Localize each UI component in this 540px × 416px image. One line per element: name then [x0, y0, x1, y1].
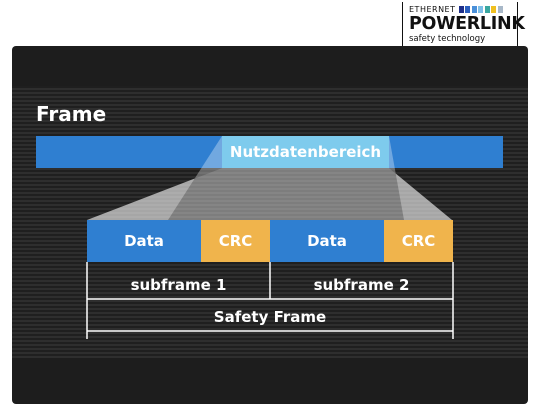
subframe-1-data-block — [87, 220, 201, 262]
logo-bar-5 — [484, 6, 490, 13]
subframe-2-label: subframe 2 — [313, 276, 410, 294]
logo-tagline: safety technology — [409, 34, 486, 44]
subframe-1-label: subframe 1 — [130, 276, 227, 294]
subframe-2-data-label: Data — [307, 232, 347, 250]
safety-frame-label: Safety Frame — [213, 308, 327, 326]
subframe-2-crc-label: CRC — [401, 232, 436, 250]
logo-powerlink-text: POWERLINK — [409, 14, 525, 34]
funnel-right — [389, 136, 452, 220]
bracket-lines — [86, 262, 454, 339]
subframe-2-data-block — [270, 220, 384, 262]
funnel-center — [87, 168, 452, 220]
logo-bar-2 — [465, 6, 470, 13]
powerlink-logo: ETHERNET POWERLINK safety technology — [402, 2, 525, 46]
logo-bar-3 — [471, 6, 477, 13]
subframe-1-crc-label: CRC — [218, 232, 253, 250]
frame-title: Frame — [36, 102, 107, 126]
logo-bar-6 — [491, 6, 496, 13]
subframe-2-crc-block — [384, 220, 453, 262]
logo-bar-1 — [458, 6, 464, 13]
funnel-left — [87, 136, 222, 220]
payload-block — [222, 136, 389, 168]
subframe-1-crc-block — [201, 220, 270, 262]
subframe-1-data-label: Data — [124, 232, 164, 250]
payload-label: Nutzdatenbereich — [229, 143, 382, 161]
logo-bar-7 — [497, 6, 503, 13]
logo-ethernet-text: ETHERNET — [409, 5, 456, 14]
logo-bar-4 — [478, 6, 483, 13]
logo-color-bars — [458, 6, 505, 13]
